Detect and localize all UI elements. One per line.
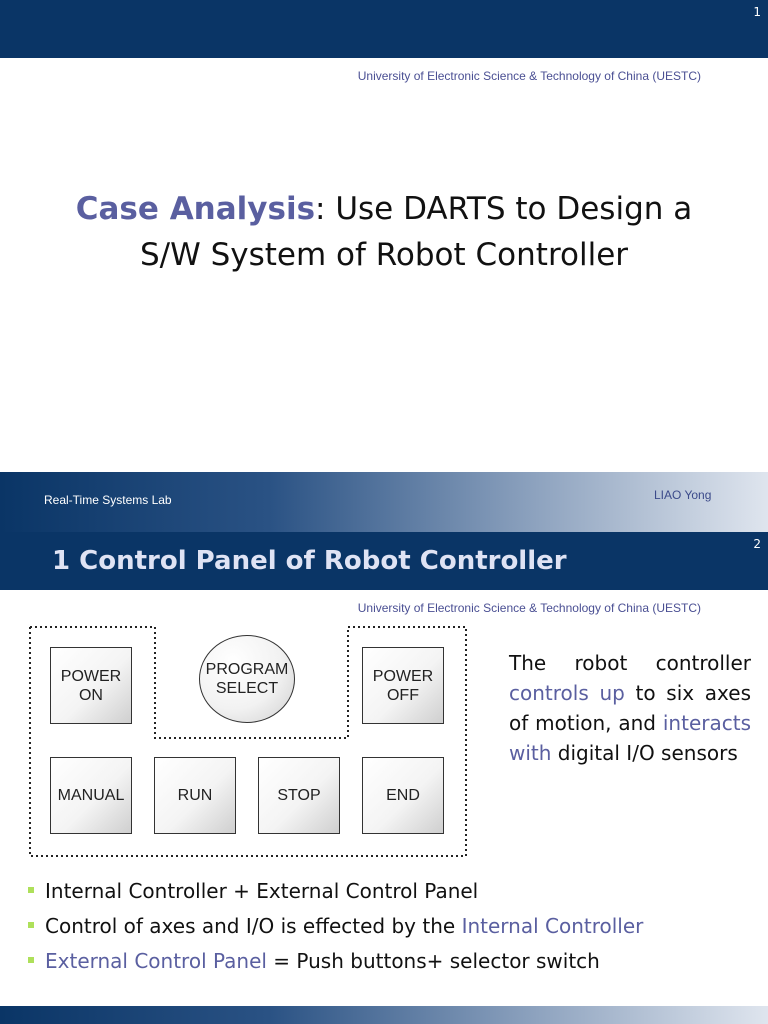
- bullet-item: Control of axes and I/O is effected by t…: [28, 915, 728, 938]
- manual-button[interactable]: MANUAL: [50, 757, 132, 834]
- description-text: The robot controller controls up to six …: [509, 648, 751, 768]
- header-bar: 1 Control Panel of Robot Controller 2: [0, 532, 768, 590]
- footer-bar: [0, 1006, 768, 1024]
- bullet-text: Internal Controller + External Control P…: [45, 879, 479, 903]
- title-line-2: S/W System of Robot Controller: [139, 237, 629, 273]
- program-select-line-2: SELECT: [215, 680, 279, 697]
- end-button[interactable]: END: [362, 757, 444, 834]
- desc-part-1: The robot controller: [509, 651, 751, 675]
- manual-label: MANUAL: [57, 787, 125, 804]
- desc-highlight-1: controls up: [509, 681, 625, 705]
- footer-author: LIAO Yong: [654, 488, 712, 502]
- stop-label: STOP: [277, 787, 321, 804]
- bullet-marker-icon: [28, 922, 34, 928]
- desc-highlight-2: interacts with: [509, 711, 751, 765]
- end-label: END: [386, 787, 420, 804]
- slide-title: 1 Control Panel of Robot Controller: [52, 546, 567, 576]
- university-label: University of Electronic Science & Techn…: [357, 601, 701, 615]
- bullet-text: Control of axes and I/O is effected by t…: [45, 914, 462, 938]
- slide-1: 1 University of Electronic Science & Tec…: [0, 0, 768, 532]
- desc-part-2: to six axes of motion, and: [509, 681, 751, 735]
- run-label: RUN: [177, 787, 213, 804]
- power-on-line-1: POWER: [60, 667, 122, 685]
- power-off-line-1: POWER: [372, 667, 434, 685]
- bullet-list: Internal Controller + External Control P…: [28, 880, 728, 985]
- title-accent: Case Analysis: [75, 191, 316, 227]
- title-rest: : Use DARTS to Design a: [315, 191, 693, 227]
- desc-part-3: digital I/O sensors: [551, 741, 738, 765]
- page-number: 2: [753, 537, 761, 551]
- bullet-marker-icon: [28, 957, 34, 963]
- bullet-highlight: External Control Panel: [45, 949, 267, 973]
- bullet-highlight: Internal Controller: [461, 914, 644, 938]
- university-label: University of Electronic Science & Techn…: [357, 69, 701, 83]
- header-bar: 1: [0, 0, 768, 58]
- footer-lab: Real-Time Systems Lab: [44, 493, 172, 507]
- panel-dotted-outline: [29, 626, 467, 857]
- bullet-item: External Control Panel = Push buttons+ s…: [28, 950, 728, 973]
- stop-button[interactable]: STOP: [258, 757, 340, 834]
- program-select-knob[interactable]: PROGRAM SELECT: [199, 635, 295, 723]
- program-select-line-1: PROGRAM: [205, 661, 289, 678]
- bullet-text: = Push buttons+ selector switch: [266, 949, 600, 973]
- bullet-marker-icon: [28, 887, 34, 893]
- slide-title: Case Analysis: Use DARTS to Design a S/W…: [40, 186, 728, 278]
- bullet-item: Internal Controller + External Control P…: [28, 880, 728, 903]
- power-on-line-2: ON: [78, 686, 103, 704]
- slide-2: 1 Control Panel of Robot Controller 2 Un…: [0, 532, 768, 1024]
- power-off-line-2: OFF: [386, 686, 419, 704]
- footer-bar: Real-Time Systems Lab LIAO Yong: [0, 472, 768, 532]
- page-number: 1: [753, 5, 761, 19]
- run-button[interactable]: RUN: [154, 757, 236, 834]
